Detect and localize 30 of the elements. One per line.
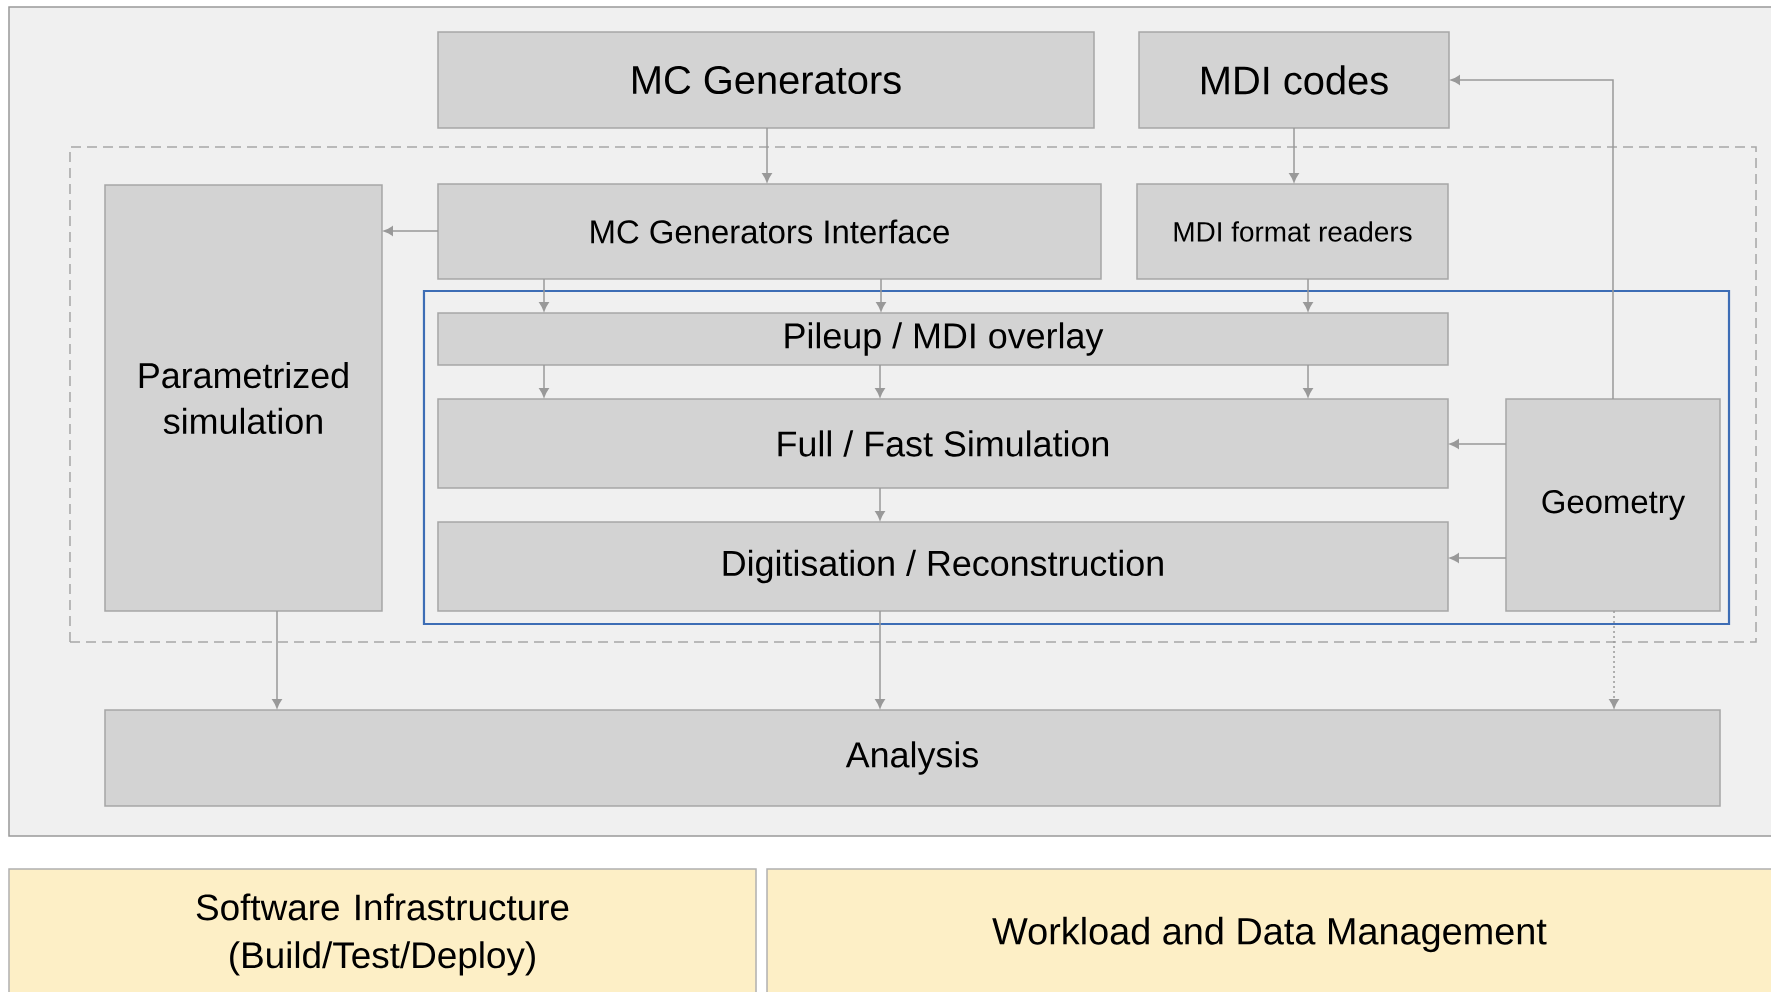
process-box: Pileup / MDI overlay [437, 312, 1449, 366]
process-box: Digitisation / Reconstruction [437, 521, 1449, 612]
arrow [875, 487, 885, 521]
process-box: Analysis [104, 709, 1721, 807]
service-box: Software Infrastructure (Build/Test/Deploy) [8, 868, 757, 992]
process-box: Geometry [1505, 398, 1721, 612]
process-box: MC Generators [437, 31, 1095, 129]
arrow [1289, 127, 1299, 183]
arrow [1449, 439, 1507, 449]
arrow [875, 364, 885, 398]
arrow [1449, 553, 1507, 563]
process-box: Parametrized simulation [104, 184, 383, 612]
arrow [272, 610, 282, 709]
arrow [539, 278, 549, 312]
dashed-group-box [69, 146, 1757, 643]
arrow [1303, 364, 1313, 398]
process-box: MDI codes [1138, 31, 1450, 129]
group-box [422, 289, 1731, 626]
dotted-arrow [1609, 610, 1619, 709]
process-box: Full / Fast Simulation [437, 398, 1449, 489]
arrow [876, 278, 886, 312]
arrow [1303, 278, 1313, 312]
arrow [383, 226, 439, 236]
arrow [1450, 75, 1614, 400]
arrow [539, 364, 549, 398]
service-box: Workload and Data Management [766, 868, 1771, 992]
process-box: MDI format readers [1136, 183, 1449, 280]
process-box: MC Generators Interface [437, 183, 1102, 280]
arrow [875, 610, 885, 709]
arrow [762, 127, 772, 183]
